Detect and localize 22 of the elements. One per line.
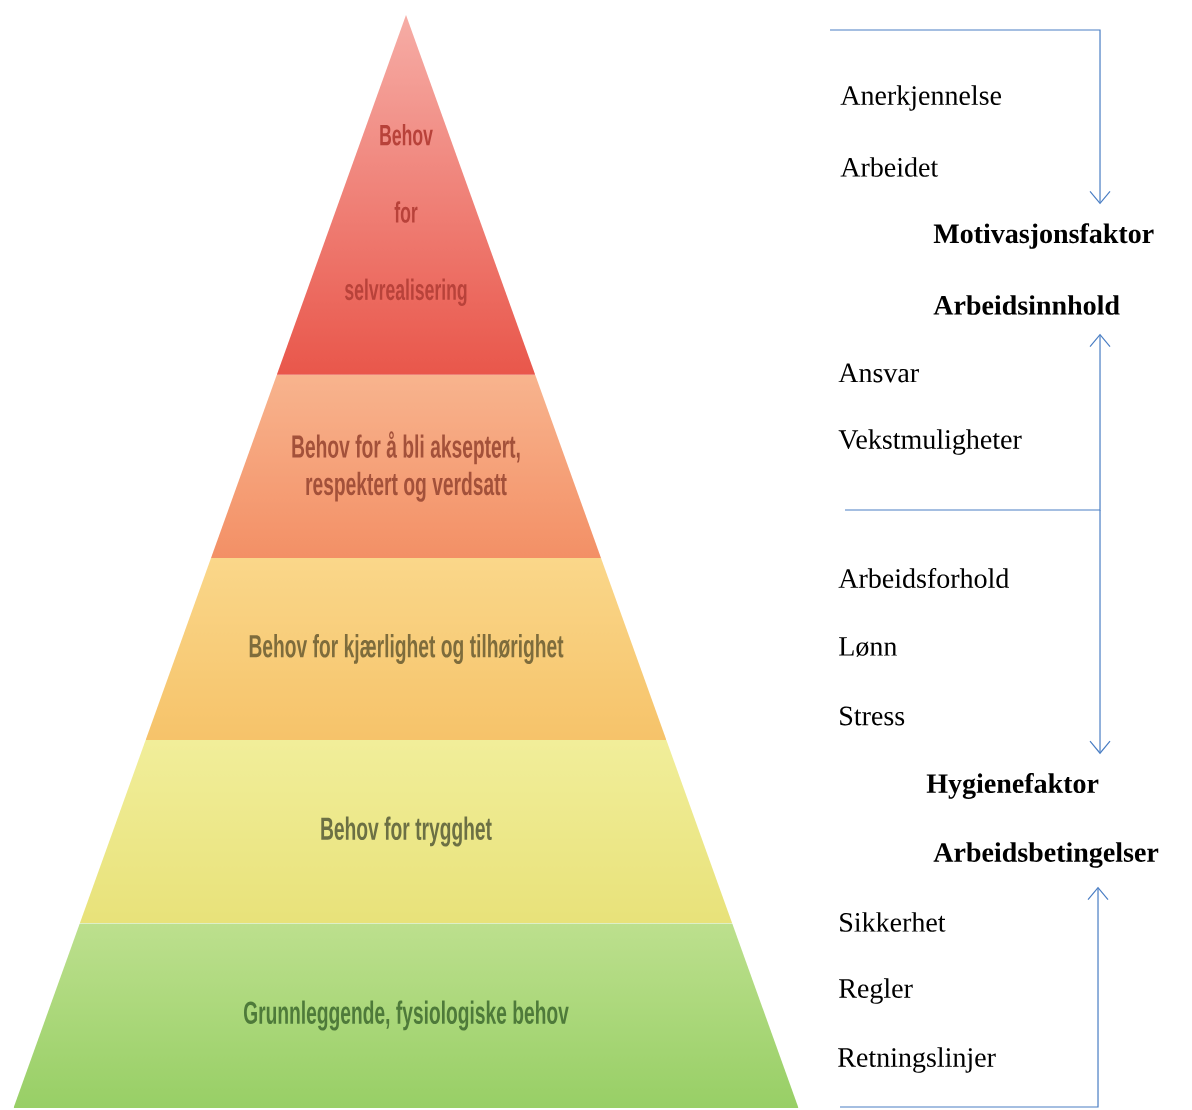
heading: Motivasjonsfaktor [933, 223, 1154, 249]
list-item: Arbeidet [840, 157, 939, 177]
list-item: Ansvar [838, 363, 919, 383]
arrow [844, 333, 1111, 511]
list-item: Lønn [839, 637, 897, 657]
heading: Hygienefaktor [926, 773, 1099, 799]
list-item: Arbeidsforhold [838, 568, 1009, 588]
pyramid-level: Grunnleggende, fysiologiske behov [244, 1000, 569, 1031]
pyramid-level: Behov for kjærlighet og tilhørighet [249, 634, 564, 664]
list-item: Retningslinjer [838, 1047, 996, 1073]
list-item: Regler [839, 978, 913, 1004]
list-item: Sikkerhet [840, 912, 946, 932]
pyramid-level: Behov for å bli akseptert, respektert og verdsatt [292, 431, 520, 502]
list-item: Vekstmuligheter [838, 429, 1022, 455]
pyramid-level: Behov for trygghet [321, 816, 492, 847]
list-item: Stress [840, 706, 905, 726]
list-item: Anerkjennelse [840, 85, 1002, 111]
arrow [1089, 509, 1111, 755]
heading: Arbeidsbetingelser [933, 842, 1159, 868]
arrow [839, 886, 1109, 1108]
arrow [829, 29, 1111, 205]
heading: Arbeidsinnhold [933, 295, 1120, 315]
